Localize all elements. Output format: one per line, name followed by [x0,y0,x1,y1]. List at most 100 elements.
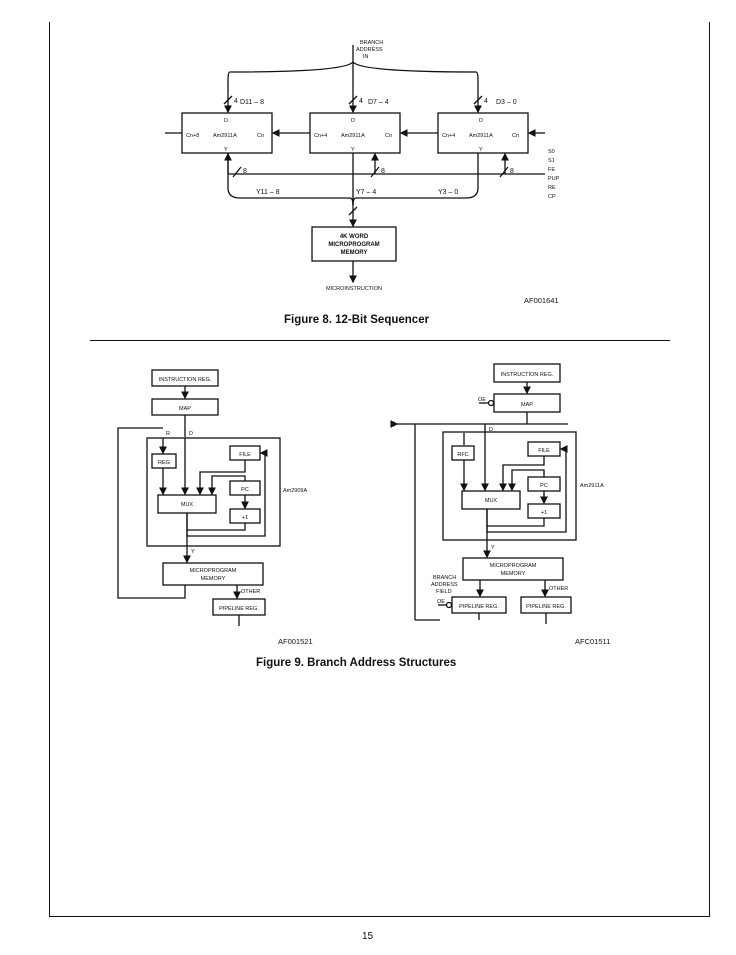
frame-bottom-line [49,916,709,917]
right-map-oe-label: OE [478,397,486,403]
right-branch-field-2: ADDRESS [431,582,458,588]
left-am2909-outline [146,437,281,547]
branch-input-label-2: ADDRESS [356,47,383,53]
fig8-ctrl-width-3: 8 [510,168,514,175]
fig8-width-3: 4 [484,98,488,105]
right-mem-line1: MICROPROGRAM [490,563,537,569]
right-pipeline-right-label: PIPELINE REG. [526,604,566,610]
ctrl-s1: S1 [548,158,555,164]
ctrl-fe: FE [548,167,555,173]
figure8-code: AF001641 [524,296,559,305]
ctrl-cp: CP [548,194,556,200]
left-mem-line2: MEMORY [201,576,226,582]
right-rfc-label: RFC [457,452,468,458]
right-branch-field-1: BRANCH [433,575,456,581]
chip2-d-label: D7 – 4 [368,99,389,106]
left-pc-label: PC [241,487,249,493]
figure9-right-code: AFC01511 [575,637,611,646]
microinstruction-label: MICROINSTRUCTION [326,286,382,292]
branch-input-label-3: IN [363,54,369,60]
chip2-d-pin: D [351,118,355,124]
frame-left-line [49,22,50,917]
chip2-left-pin: Cn+4 [314,133,327,139]
left-chip-label: Am2909A [283,488,307,494]
left-r-label: R [166,431,170,437]
right-other-label: OTHER [549,586,568,592]
left-map-label: MAP [179,406,191,412]
fig8-width-1: 4 [234,98,238,105]
ctrl-re: RE [548,185,556,191]
left-file-label: FILE [239,452,251,458]
chip2-right-pin: Cn [385,133,392,139]
right-map-label: MAP [521,402,533,408]
chip3-left-pin: Cn+4 [442,133,455,139]
fig8-width-2: 4 [359,98,363,105]
figure9-right-text: INSTRUCTION REG. MAP OE D RFC FILE PC +1… [431,372,604,610]
right-mem-line2: MEMORY [501,571,526,577]
y-out-1 [227,153,354,206]
chip3-y-pin: Y [479,147,483,153]
ctrl-pup: PUP [548,176,560,182]
right-file-label: FILE [538,448,550,454]
chip3-d-label: D3 – 0 [496,99,517,106]
figure9-caption: Figure 9. Branch Address Structures [256,657,457,669]
chip1-left-pin: Cn+8 [186,133,199,139]
left-other-label: OTHER [241,589,260,595]
right-map-oe-bubble [487,399,495,407]
right-pc-label: PC [540,483,548,489]
chip2-y-pin: Y [351,147,355,153]
left-y-label: Y [191,549,195,555]
right-pipeline-oe-label: OE [437,599,445,605]
fig8-memory-line1: 4K WORD [340,234,369,240]
page-number: 15 [362,931,374,942]
right-y-label: Y [491,545,495,551]
chip1-right-pin: Cn [257,133,264,139]
right-rfc-box [451,445,475,461]
chip1-d-label: D11 – 8 [240,99,264,106]
figure9-left-text: INSTRUCTION REG. MAP R D REG FILE PC +1 … [158,377,307,612]
bus-to-chip3 [352,61,482,114]
right-branch-field-3: FIELD [436,589,452,595]
y-label-1: Y11 – 8 [256,189,280,196]
fig8-memory-box [311,226,397,262]
fig8-memory-line3: MEMORY [341,250,368,256]
ctrl-s0: S0 [548,149,555,155]
right-microprogram-memory-box [462,557,564,581]
right-d-label: D [489,427,493,433]
chip3-right-pin: Cn [512,133,519,139]
fig8-ctrl-width-2: 8 [381,168,385,175]
figure9-left-code: AF001521 [278,637,313,646]
right-chip-label: Am2911A [580,483,604,489]
fig8-ctrl-width-1: 8 [243,168,247,175]
right-instruction-reg-label: INSTRUCTION REG. [501,372,554,378]
left-feedback-loop [117,427,186,599]
left-plus1-label: +1 [242,515,248,521]
y-label-3: Y3 – 0 [438,189,458,196]
right-pipeline-left-label: PIPELINE REG. [459,604,499,610]
figure8-diagram [165,45,545,284]
right-am2911-outline [442,431,577,541]
right-plus1-label: +1 [541,510,547,516]
branch-input-label-1: BRANCH [360,40,383,46]
left-reg-label: REG [158,460,170,466]
left-mux-label: MUX [181,502,194,508]
left-mem-line1: MICROPROGRAM [190,568,237,574]
right-mux-label: MUX [485,498,498,504]
right-pipeline-oe-bubble [445,601,453,609]
chip1-d-pin: D [224,118,228,124]
figure8-caption: Figure 8. 12-Bit Sequencer [284,314,430,326]
chip3-d-pin: D [479,118,483,124]
chip1-y-pin: Y [224,147,228,153]
figure9-right-diagram [397,363,577,624]
figure9-left-diagram [117,369,281,626]
bus-to-chip1 [224,61,354,114]
figure8-text: BRANCH ADDRESS IN 4 4 4 D11 – 8 D7 – 4 D… [186,40,560,292]
left-microprogram-memory-box [162,562,264,586]
frame-right-line [709,22,710,917]
y-out-3 [352,153,479,206]
left-reg-box [151,453,177,469]
chip2-name: Am2911A [341,133,365,139]
chip1-name: Am2911A [213,133,237,139]
figure8-bottom-rule [90,340,670,341]
